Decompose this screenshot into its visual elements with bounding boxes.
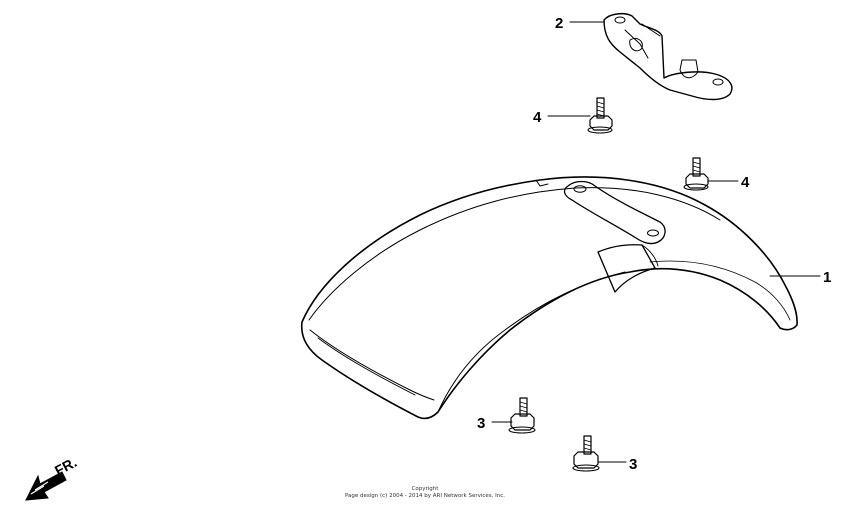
- callout-3: 3: [629, 456, 637, 473]
- flange-bolt[interactable]: [572, 435, 600, 472]
- callout-4: 4: [533, 109, 542, 126]
- flange-bolt[interactable]: [587, 97, 613, 134]
- callout-1: 1: [823, 269, 831, 286]
- callout-4: 4: [741, 174, 750, 191]
- copyright-line-2: Page design (c) 2004 - 2014 by ARI Netwo…: [345, 493, 505, 499]
- callout-2: 2: [555, 15, 563, 32]
- flange-bolt[interactable]: [508, 397, 536, 434]
- copyright-line-1: Copyright: [412, 486, 440, 492]
- front-direction-arrow-icon: [25, 471, 67, 501]
- leader-lines: [491, 21, 821, 463]
- flange-bolt[interactable]: [683, 157, 709, 191]
- rear-fender[interactable]: [300, 176, 798, 420]
- fender-bracket[interactable]: [603, 12, 733, 101]
- callout-3: 3: [477, 415, 485, 432]
